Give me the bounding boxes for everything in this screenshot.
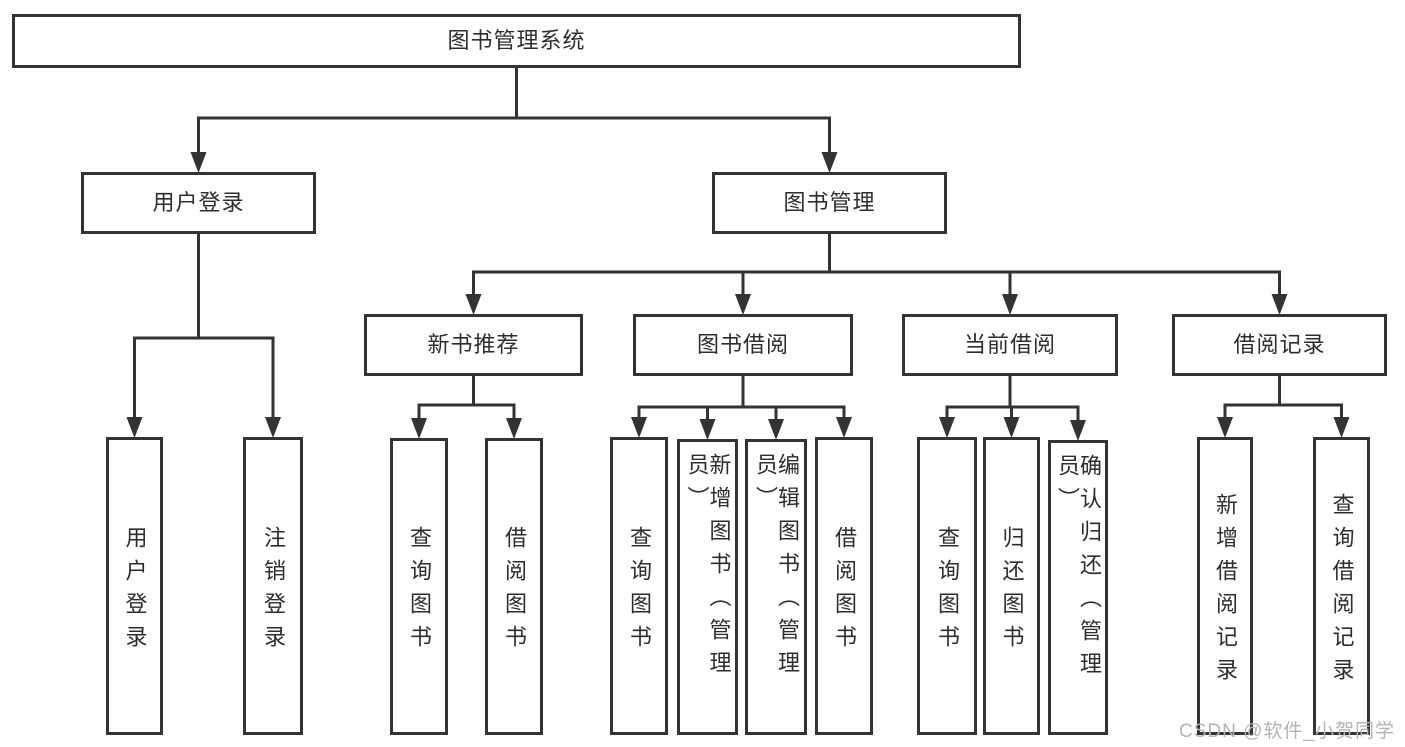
arrowhead-icon xyxy=(411,418,427,439)
box-label-cb-return-books: 归还图书 xyxy=(999,525,1025,658)
arrowhead-icon xyxy=(1217,417,1233,438)
box-cb-return-books: 归还图书 xyxy=(983,437,1040,735)
box-label-cb-query-books: 查询图书 xyxy=(935,525,960,658)
box-br-query-record: 查询借阅记录 xyxy=(1313,437,1370,735)
arrowhead-icon xyxy=(699,419,716,440)
arrowhead-icon xyxy=(768,419,784,440)
box-label-nbr-query-books: 查询图书 xyxy=(407,526,432,658)
box-cb-query-books: 查询图书 xyxy=(917,437,977,735)
box-current-borrow: 当前借阅 xyxy=(902,314,1118,376)
watermark: CSDN @软件_小贺同学 xyxy=(1179,721,1395,742)
box-user-login: 用户登录 xyxy=(106,437,163,735)
arrowhead-icon xyxy=(1002,294,1018,315)
box-login-group: 用户登录 xyxy=(81,172,316,234)
box-bb-add-books: 新增图书（管理员） xyxy=(677,439,738,735)
box-bb-query-books: 查询图书 xyxy=(610,437,668,735)
box-label-book-mgmt: 图书管理 xyxy=(783,190,876,215)
arrowhead-icon xyxy=(836,417,852,438)
arrowhead-icon xyxy=(939,417,955,438)
arrowhead-icon xyxy=(631,417,647,438)
arrowhead-icon xyxy=(126,417,143,438)
box-new-book-rec: 新书推荐 xyxy=(364,314,583,376)
box-label-logout: 注销登录 xyxy=(261,525,286,658)
box-book-mgmt: 图书管理 xyxy=(712,172,947,234)
connector-fan-book-borrow xyxy=(631,374,852,440)
arrowhead-icon xyxy=(1070,420,1086,441)
box-book-borrow: 图书借阅 xyxy=(633,314,853,376)
connector-fan-login-group xyxy=(126,232,281,438)
box-label-current-borrow: 当前借阅 xyxy=(963,332,1056,357)
box-label-cb-confirm-return: 确认归还（管理员） xyxy=(1055,454,1102,685)
box-label-bb-borrow-books: 借阅图书 xyxy=(832,525,857,658)
arrowhead-icon xyxy=(465,294,482,315)
arrowhead-icon xyxy=(1003,417,1020,438)
box-label-br-query-record: 查询借阅记录 xyxy=(1329,492,1355,691)
box-cb-confirm-return: 确认归还（管理员） xyxy=(1048,440,1108,735)
box-label-user-login: 用户登录 xyxy=(122,525,148,658)
box-label-login-group: 用户登录 xyxy=(152,190,245,215)
box-bb-borrow-books: 借阅图书 xyxy=(815,437,873,735)
box-logout: 注销登录 xyxy=(243,437,303,735)
box-label-bb-add-books: 新增图书（管理员） xyxy=(684,453,732,684)
box-label-borrow-records: 借阅记录 xyxy=(1233,332,1326,357)
connector-fan-book-mgmt xyxy=(465,232,1288,315)
arrowhead-icon xyxy=(735,294,751,315)
box-nbr-query-books: 查询图书 xyxy=(390,438,448,735)
connector-fan-root xyxy=(190,66,838,173)
box-label-book-borrow: 图书借阅 xyxy=(696,332,789,357)
box-bb-edit-books: 编辑图书（管理员） xyxy=(745,439,807,735)
box-nbr-borrow-books: 借阅图书 xyxy=(485,438,543,735)
connector-fan-new-book-rec xyxy=(411,374,522,439)
connector-fan-borrow-records xyxy=(1217,374,1350,438)
arrowhead-icon xyxy=(1271,294,1288,315)
box-label-br-add-record: 新增借阅记录 xyxy=(1213,492,1238,691)
box-label-bb-edit-books: 编辑图书（管理员） xyxy=(753,453,800,684)
box-root: 图书管理系统 xyxy=(12,14,1021,68)
arrowhead-icon xyxy=(1333,417,1350,438)
box-label-root: 图书管理系统 xyxy=(447,28,586,53)
box-label-bb-query-books: 查询图书 xyxy=(627,525,652,658)
arrowhead-icon xyxy=(821,152,838,173)
box-borrow-records: 借阅记录 xyxy=(1172,314,1387,376)
arrowhead-icon xyxy=(265,417,281,438)
arrowhead-icon xyxy=(506,418,522,439)
connector-fan-current-borrow xyxy=(939,374,1086,441)
box-label-nbr-borrow-books: 借阅图书 xyxy=(502,526,527,658)
box-br-add-record: 新增借阅记录 xyxy=(1197,437,1253,735)
box-label-new-book-rec: 新书推荐 xyxy=(427,332,520,357)
arrowhead-icon xyxy=(190,152,207,173)
